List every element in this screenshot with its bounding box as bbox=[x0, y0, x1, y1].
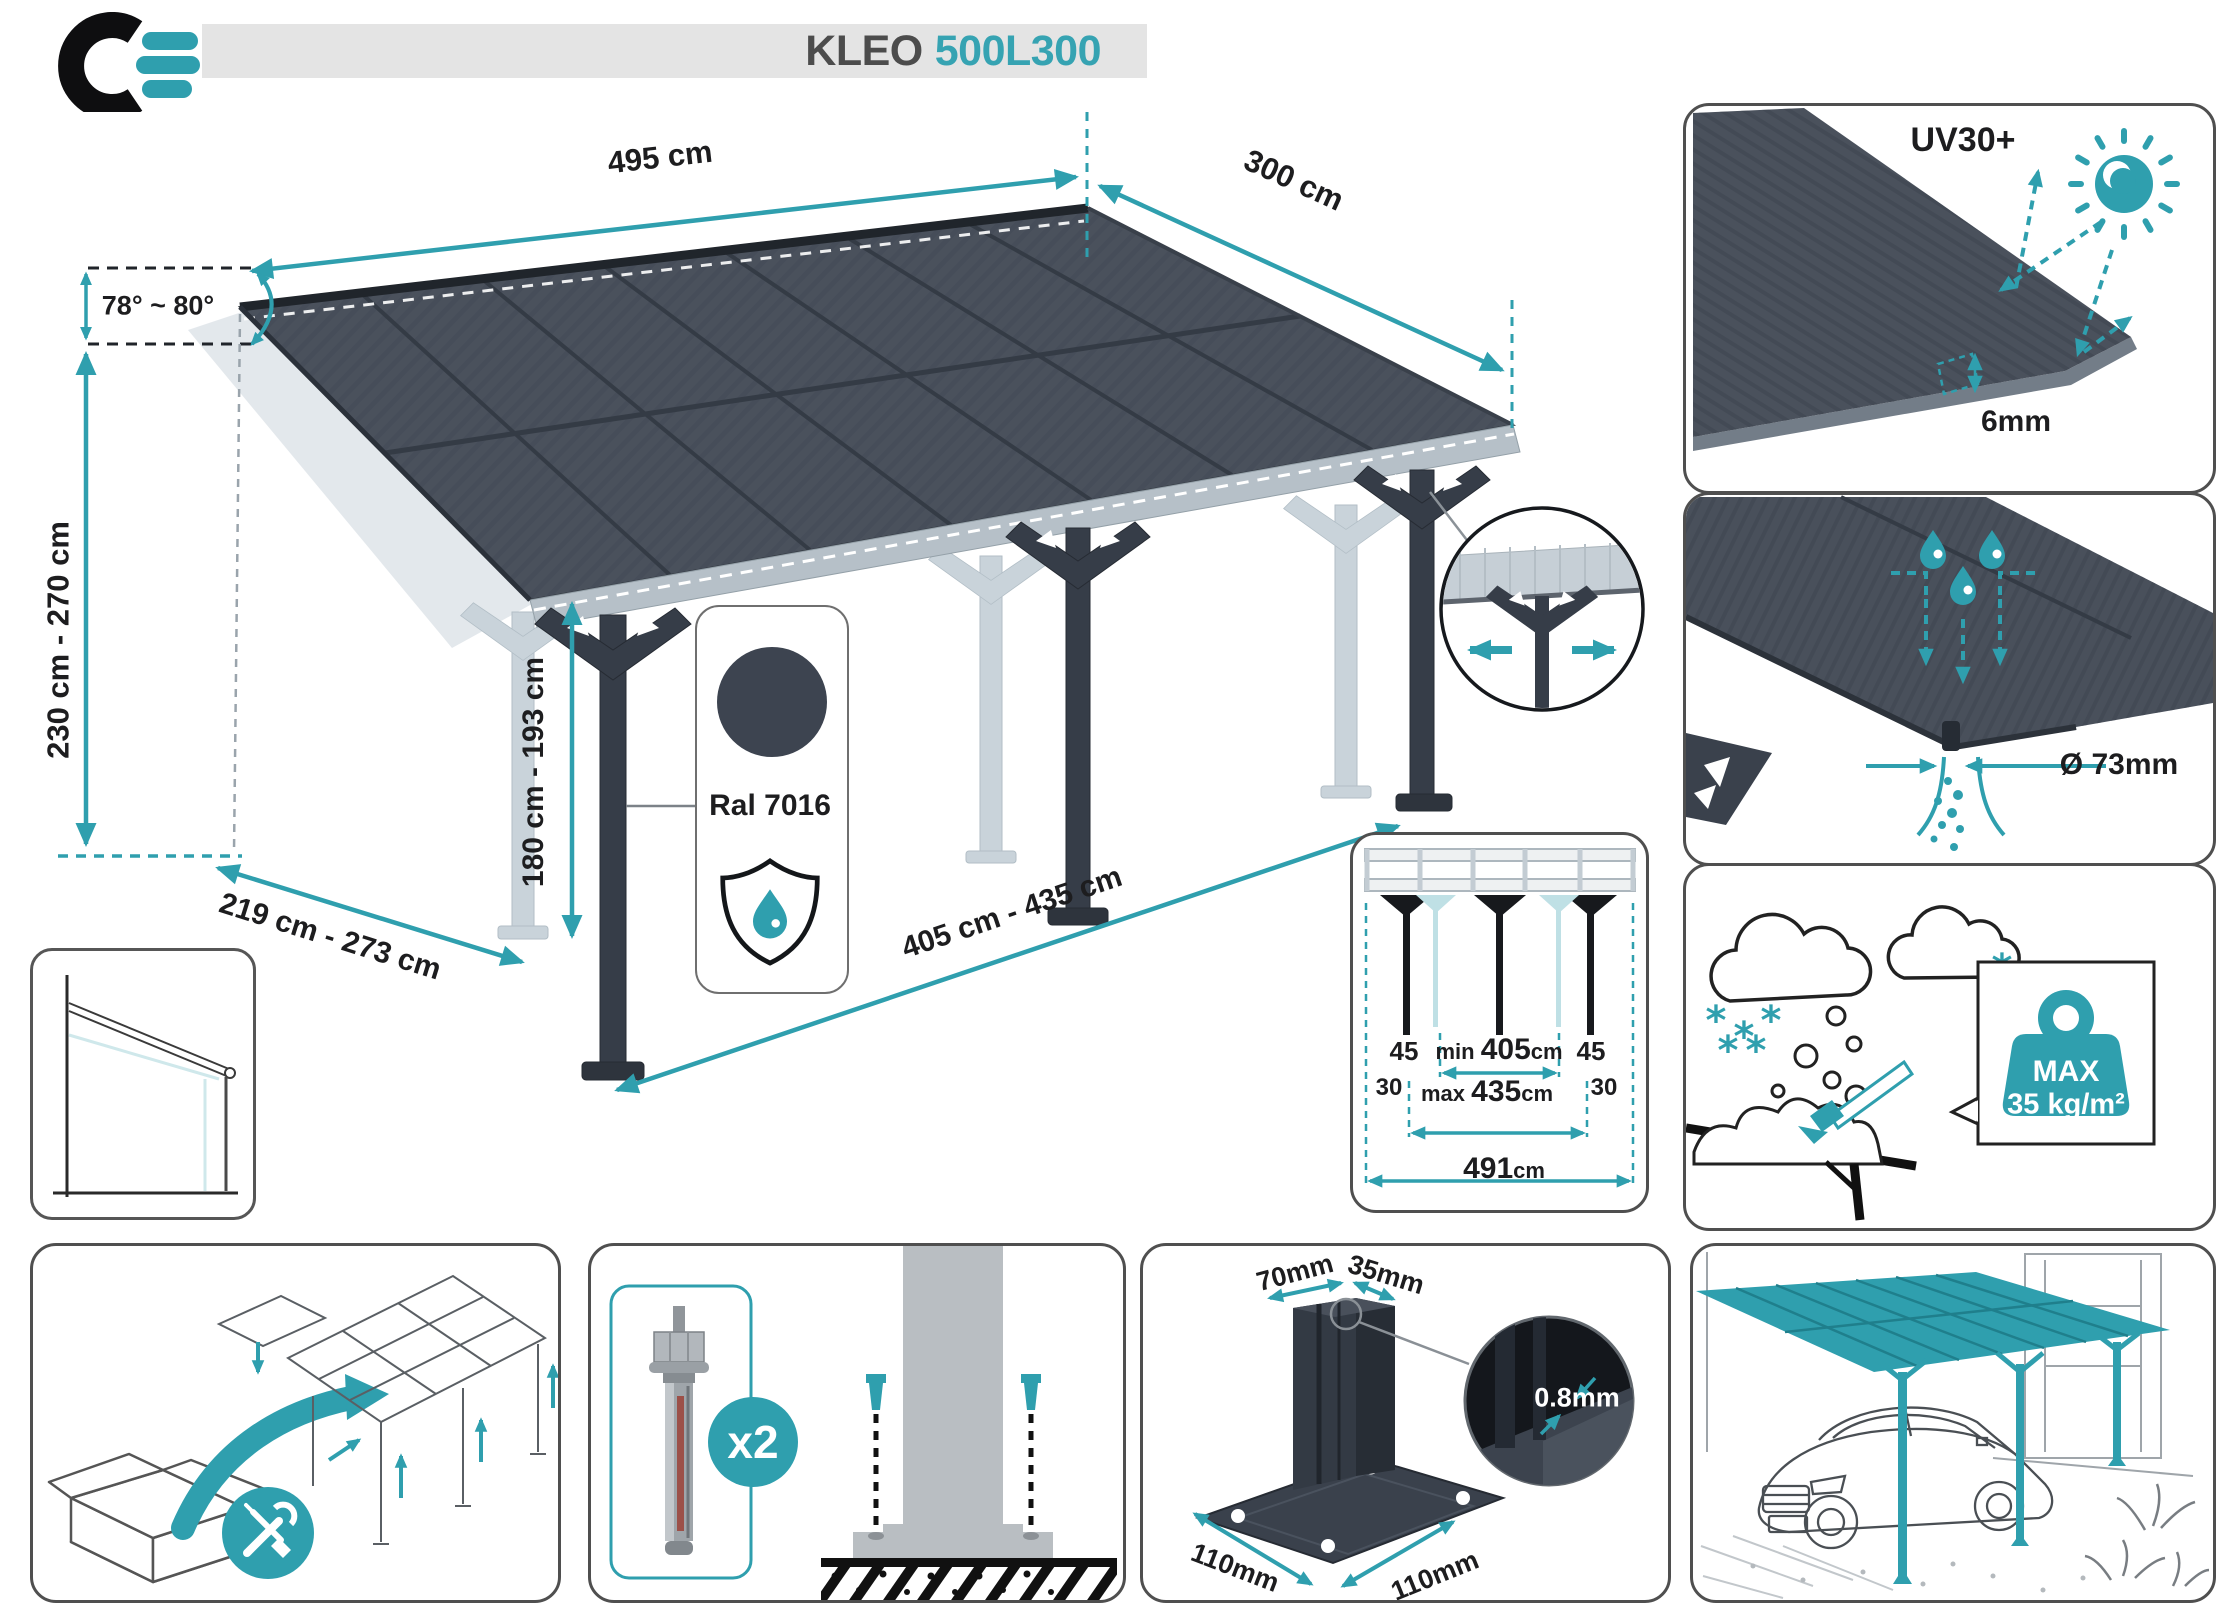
spray-dots bbox=[1930, 777, 1964, 851]
post-dim-arrows bbox=[1192, 1278, 1456, 1588]
drainage-drawing bbox=[1686, 495, 2213, 851]
page-title-model: 500L300 bbox=[934, 26, 1102, 75]
concrete-hatch bbox=[821, 1567, 1117, 1600]
svg-text:*: * bbox=[1718, 1028, 1739, 1074]
right-overhang: 45 bbox=[1576, 1036, 1606, 1066]
max-label: MAX bbox=[2032, 1055, 2100, 1088]
load-callout-bubble bbox=[1948, 960, 2156, 1146]
thickness-callout bbox=[1936, 352, 1983, 396]
svg-text:*: * bbox=[1761, 998, 1782, 1044]
carport-context-panel bbox=[1690, 1243, 2216, 1603]
min-prefix: min bbox=[1435, 1039, 1475, 1064]
front-posts bbox=[534, 465, 1491, 1081]
spacing-drawing bbox=[1364, 848, 1636, 1188]
panel-thickness: 6mm bbox=[1980, 405, 2052, 438]
support-bracket bbox=[1686, 733, 1772, 825]
post-base-mounting bbox=[821, 1246, 1117, 1600]
right-offset: 30 bbox=[1590, 1074, 1618, 1101]
elevation-posts bbox=[1380, 895, 1617, 1035]
elevation-ghost-posts bbox=[1416, 895, 1579, 1027]
sun-icon bbox=[2068, 128, 2180, 240]
max-prefix: max bbox=[1420, 1081, 1466, 1106]
callout-connector bbox=[1429, 491, 1474, 549]
post-drawing bbox=[1192, 1278, 1635, 1588]
wall-thickness: 0.8mm bbox=[1534, 1382, 1620, 1413]
uv-protection-panel: UV30+ 6mm bbox=[1683, 103, 2216, 494]
drainage-panel: Ø 73mm bbox=[1683, 492, 2216, 866]
post-spacing-panel: 45 min 405cm 45 30 max 435cm 30 491cm bbox=[1350, 832, 1649, 1213]
water-resistant-shield-icon bbox=[720, 858, 820, 966]
anchor-quantity: x2 bbox=[727, 1416, 779, 1468]
post-profile-3d bbox=[1293, 1298, 1395, 1490]
assembly-panel bbox=[30, 1243, 561, 1603]
svg-text:*: * bbox=[1746, 1028, 1767, 1074]
ral-label: Ral 7016 bbox=[709, 789, 831, 822]
snow-load-panel: ***** ***** bbox=[1683, 863, 2216, 1231]
snow-brush-icon bbox=[1798, 1059, 1915, 1144]
min-value: 405 bbox=[1480, 1033, 1531, 1066]
detail-marker bbox=[1329, 1297, 1363, 1331]
rain-drop-icons bbox=[1920, 530, 2005, 605]
ral-color-swatch bbox=[717, 647, 827, 757]
uv-reflection-arrows bbox=[1998, 168, 2133, 358]
sideview-drawing bbox=[53, 975, 238, 1197]
max-unit: cm bbox=[1521, 1081, 1554, 1106]
carport-scene-drawing bbox=[1696, 1252, 2210, 1599]
uv-rating: UV30+ bbox=[1910, 121, 2016, 159]
snow-drawing: ***** ***** bbox=[1686, 905, 2156, 1221]
anchor-drawing bbox=[609, 1246, 1117, 1600]
page-title: KLEO bbox=[805, 26, 923, 75]
spacing-arrows bbox=[1367, 1066, 1632, 1188]
brand-logo-icon bbox=[58, 12, 200, 112]
gutter-outlet bbox=[1942, 721, 1960, 751]
cloud-icon bbox=[1886, 905, 2021, 980]
anchor-panel: x2 bbox=[588, 1243, 1126, 1603]
tools-icon bbox=[222, 1487, 314, 1579]
assembly-direction-arrows bbox=[251, 1342, 558, 1498]
dim-wall-height: 230 cm - 270 cm bbox=[40, 521, 76, 759]
dim-post-height: 180 cm - 193 cm bbox=[517, 656, 550, 888]
left-offset: 30 bbox=[1375, 1074, 1403, 1101]
total-width: 491cm bbox=[1463, 1154, 1545, 1184]
post-dimensions-panel: 70mm 35mm 110mm 110mm 0.8mm bbox=[1140, 1243, 1671, 1603]
max-value: 435 bbox=[1471, 1075, 1522, 1108]
title-bar: KLEO 500L300 bbox=[202, 24, 1147, 78]
anchor-bolt-icon bbox=[649, 1306, 709, 1555]
magnifier-connector bbox=[1358, 1320, 1470, 1366]
cloud-icon bbox=[1709, 912, 1873, 1003]
anchor-screws bbox=[866, 1374, 1041, 1540]
plants-sketch bbox=[2084, 1483, 2210, 1587]
weight-icon bbox=[2002, 990, 2130, 1116]
total-value: 491 bbox=[1463, 1152, 1514, 1185]
house-sketch bbox=[1706, 1252, 2194, 1477]
uv-panel-drawing bbox=[1693, 108, 2180, 451]
post-adjust-callout bbox=[1439, 506, 1645, 712]
svg-text:*: * bbox=[1706, 998, 1727, 1044]
frame-elevation bbox=[1364, 848, 1636, 892]
left-overhang: 45 bbox=[1389, 1036, 1419, 1066]
ghost-posts bbox=[459, 495, 1410, 940]
total-unit: cm bbox=[1513, 1158, 1545, 1183]
max-span: max 435cm bbox=[1421, 1077, 1553, 1107]
max-load: 35 kg/m² bbox=[2007, 1088, 2125, 1121]
gutter-diameter: Ø 73mm bbox=[2059, 748, 2179, 781]
guide-lines bbox=[1364, 903, 1635, 1187]
min-unit: cm bbox=[1530, 1039, 1563, 1064]
quantity-circle bbox=[708, 1397, 798, 1487]
ghost-roof-plane bbox=[188, 312, 532, 648]
svg-text:*: * bbox=[1734, 1014, 1755, 1060]
gravel-dots bbox=[1750, 1561, 2086, 1593]
assembly-arrow bbox=[171, 1386, 363, 1540]
wall-mount-sideview bbox=[30, 948, 256, 1220]
cardboard-box-icon bbox=[47, 1452, 269, 1584]
min-span: min 405cm bbox=[1435, 1035, 1562, 1065]
assembly-drawing bbox=[47, 1274, 558, 1584]
dimension-lines bbox=[58, 112, 1514, 1094]
carport-teal-structure bbox=[1696, 1272, 2170, 1584]
exploded-structure bbox=[216, 1274, 547, 1545]
dim-roof-angle: 78° ~ 80° bbox=[101, 290, 215, 321]
flow-arrows bbox=[1891, 571, 2035, 685]
paving-sketch bbox=[1700, 1535, 1894, 1599]
